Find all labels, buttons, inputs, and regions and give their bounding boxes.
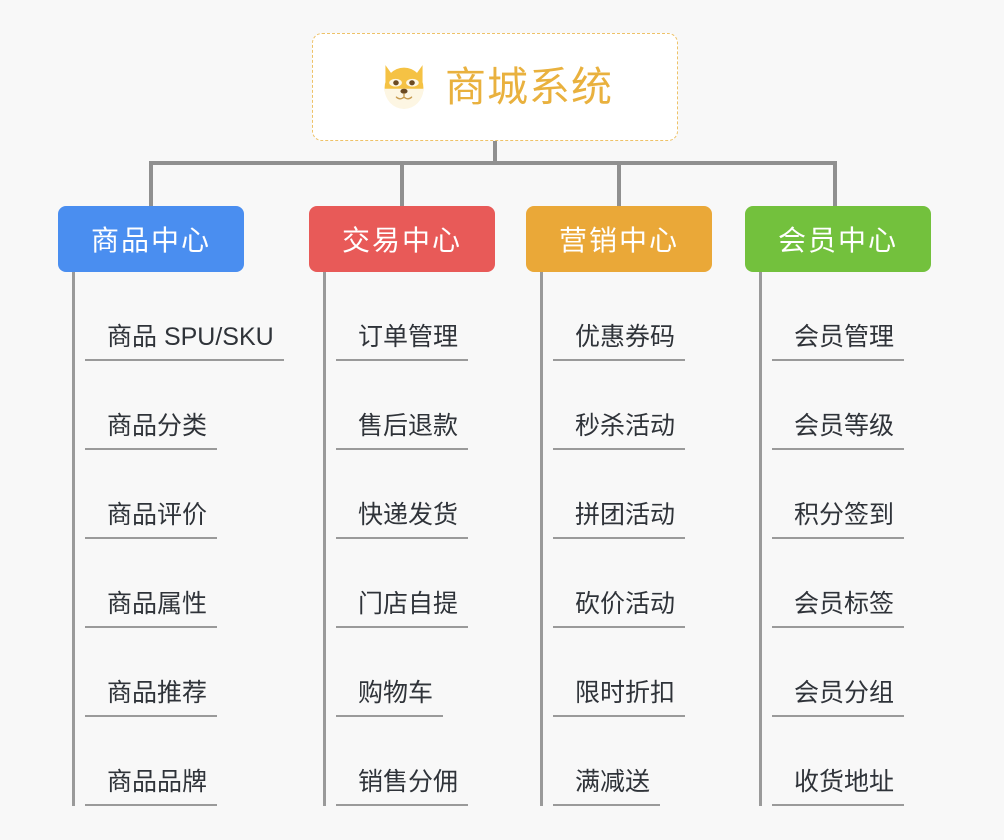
leaf-item-label: 商品属性 [85, 592, 218, 628]
leaf-item[interactable]: 商品推荐 [75, 628, 284, 717]
leaf-item-label: 会员标签 [772, 592, 905, 628]
leaf-item-label: 商品分类 [85, 414, 218, 450]
leaf-item[interactable]: 商品品牌 [75, 717, 284, 806]
leaf-item-label: 会员管理 [772, 325, 905, 361]
leaf-item[interactable]: 会员标签 [762, 539, 931, 628]
branch-header-label: 会员中心 [777, 225, 898, 256]
leaf-item-label: 限时折扣 [553, 681, 686, 717]
leaf-item[interactable]: 限时折扣 [543, 628, 712, 717]
leaf-item-label: 商品推荐 [85, 681, 218, 717]
leaf-item[interactable]: 购物车 [326, 628, 495, 717]
leaf-stack-member: 会员管理 会员等级 积分签到 会员标签 会员分组 收货地址 [759, 272, 931, 806]
branch-header-label: 商品中心 [90, 225, 211, 256]
leaf-item-label: 优惠券码 [553, 325, 686, 361]
leaf-item[interactable]: 订单管理 [326, 272, 495, 361]
leaf-item[interactable]: 商品评价 [75, 450, 284, 539]
leaf-item[interactable]: 会员管理 [762, 272, 931, 361]
leaf-item-label: 订单管理 [336, 325, 469, 361]
leaf-item-label: 快递发货 [336, 503, 469, 539]
leaf-item-label: 满减送 [553, 770, 661, 806]
leaf-item-label: 会员等级 [772, 414, 905, 450]
leaf-item[interactable]: 拼团活动 [543, 450, 712, 539]
leaf-item[interactable]: 门店自提 [326, 539, 495, 628]
branch-header-label: 交易中心 [341, 225, 462, 256]
connector-root-stem [493, 141, 497, 164]
leaf-item-label: 商品品牌 [85, 770, 218, 806]
leaf-item[interactable]: 砍价活动 [543, 539, 712, 628]
leaf-stack-marketing: 优惠券码 秒杀活动 拼团活动 砍价活动 限时折扣 满减送 [540, 272, 712, 806]
leaf-item[interactable]: 快递发货 [326, 450, 495, 539]
leaf-item[interactable]: 销售分佣 [326, 717, 495, 806]
leaf-item-label: 销售分佣 [336, 770, 469, 806]
root-title: 商城系统 [445, 63, 613, 110]
leaf-item-label: 商品 SPU/SKU [85, 325, 284, 361]
branch-column-member: 会员中心 会员管理 会员等级 积分签到 会员标签 会员分组 收货地址 [745, 206, 931, 806]
leaf-item-label: 会员分组 [772, 681, 905, 717]
connector-horizontal-bus [149, 161, 837, 165]
leaf-item[interactable]: 会员分组 [762, 628, 931, 717]
leaf-item[interactable]: 满减送 [543, 717, 712, 806]
root-node[interactable]: 商城系统 [312, 33, 678, 141]
leaf-item-label: 拼团活动 [553, 503, 686, 539]
leaf-item[interactable]: 优惠券码 [543, 272, 712, 361]
connector-drop-3 [617, 161, 621, 207]
leaf-stack-product: 商品 SPU/SKU 商品分类 商品评价 商品属性 商品推荐 商品品牌 [72, 272, 284, 806]
leaf-item-label: 收货地址 [772, 770, 905, 806]
leaf-item-label: 购物车 [336, 681, 444, 717]
leaf-item-label: 售后退款 [336, 414, 469, 450]
leaf-item[interactable]: 商品 SPU/SKU [75, 272, 284, 361]
connector-drop-2 [400, 161, 404, 207]
leaf-item[interactable]: 会员等级 [762, 361, 931, 450]
connector-drop-4 [833, 161, 837, 207]
leaf-item[interactable]: 秒杀活动 [543, 361, 712, 450]
branch-column-product: 商品中心 商品 SPU/SKU 商品分类 商品评价 商品属性 商品推荐 商品品牌 [58, 206, 284, 806]
branch-column-trade: 交易中心 订单管理 售后退款 快递发货 门店自提 购物车 销售分佣 [309, 206, 495, 806]
leaf-item-label: 秒杀活动 [553, 414, 686, 450]
leaf-item-label: 门店自提 [336, 592, 469, 628]
branch-header-trade[interactable]: 交易中心 [309, 206, 495, 272]
shiba-dog-face-icon [384, 65, 424, 109]
leaf-item[interactable]: 商品属性 [75, 539, 284, 628]
leaf-item[interactable]: 积分签到 [762, 450, 931, 539]
leaf-item-label: 积分签到 [772, 503, 905, 539]
leaf-item[interactable]: 商品分类 [75, 361, 284, 450]
branch-header-label: 营销中心 [558, 225, 679, 256]
branch-header-member[interactable]: 会员中心 [745, 206, 931, 272]
leaf-item[interactable]: 收货地址 [762, 717, 931, 806]
branch-header-product[interactable]: 商品中心 [58, 206, 244, 272]
connector-drop-1 [149, 161, 153, 207]
branch-header-marketing[interactable]: 营销中心 [526, 206, 712, 272]
leaf-item[interactable]: 售后退款 [326, 361, 495, 450]
leaf-item-label: 砍价活动 [553, 592, 686, 628]
leaf-item-label: 商品评价 [85, 503, 218, 539]
branch-column-marketing: 营销中心 优惠券码 秒杀活动 拼团活动 砍价活动 限时折扣 满减送 [526, 206, 712, 806]
leaf-stack-trade: 订单管理 售后退款 快递发货 门店自提 购物车 销售分佣 [323, 272, 495, 806]
